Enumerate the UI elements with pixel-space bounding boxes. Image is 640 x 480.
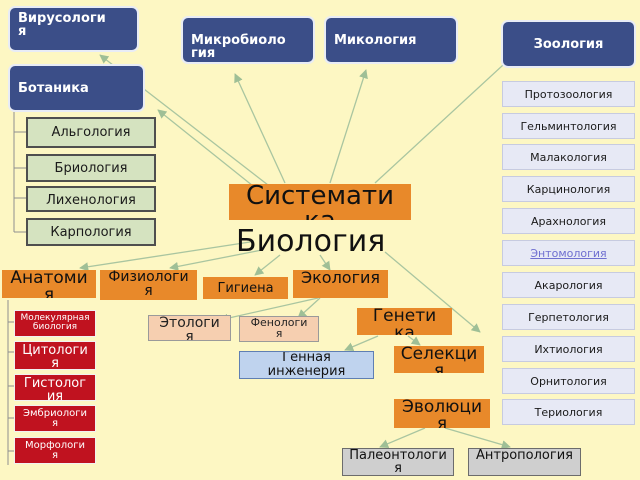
node-label: Фенология <box>250 316 308 340</box>
node-hygiene[interactable]: Гигиена <box>203 277 288 299</box>
anatomy-item-histology[interactable]: Гистология <box>14 374 96 401</box>
node-label: Физиология <box>108 270 189 299</box>
zoology-item-malacology[interactable]: Малакология <box>502 144 635 170</box>
botany-item-bryology[interactable]: Бриология <box>26 154 156 182</box>
node-anthropology[interactable]: Антропология <box>468 448 581 476</box>
item-label: Акарология <box>534 278 603 292</box>
item-label: Арахнология <box>531 214 606 228</box>
zoology-item-helminthology[interactable]: Гельминтология <box>502 113 635 139</box>
botany-item-carpology[interactable]: Карпология <box>26 218 156 246</box>
node-genetic-engineering[interactable]: Генная инженерия <box>239 351 374 379</box>
node-label: Зоология <box>533 36 604 52</box>
node-microbiology[interactable]: Микробиология <box>181 16 315 64</box>
node-label: Гигиена <box>217 280 274 296</box>
item-label: Гельминтология <box>520 119 617 133</box>
node-label: Палеонтология <box>349 448 447 476</box>
node-ethology[interactable]: Этология <box>148 315 231 341</box>
zoology-item-ornithology[interactable]: Орнитология <box>502 368 635 394</box>
node-label: Ботаника <box>18 80 89 96</box>
node-biology[interactable]: Биология <box>236 224 386 259</box>
anatomy-item-molecular-biology[interactable]: Молекулярная биология <box>14 310 96 337</box>
item-label: Альгология <box>51 125 131 140</box>
item-label: Цитология <box>22 343 88 370</box>
node-label: Генетика <box>372 308 437 335</box>
zoology-item-theriology[interactable]: Териология <box>502 399 635 425</box>
anatomy-item-cytology[interactable]: Цитология <box>14 341 96 370</box>
node-ecology[interactable]: Экология <box>293 270 388 298</box>
item-label: Ихтиология <box>534 342 603 356</box>
zoology-item-acarology[interactable]: Акарология <box>502 272 635 298</box>
item-label: Карпология <box>50 224 132 240</box>
item-label: Протозоология <box>524 87 613 101</box>
item-label: Бриология <box>54 160 128 176</box>
item-label: Эмбриология <box>23 408 87 429</box>
zoology-item-entomology-link[interactable]: Энтомология <box>502 240 635 266</box>
item-label: Гистология <box>23 376 87 401</box>
item-label: Морфология <box>24 440 86 461</box>
item-label: Энтомология <box>530 246 607 260</box>
node-evolution[interactable]: Эволюция <box>394 399 490 428</box>
node-label: Антропология <box>476 448 573 463</box>
item-label: Герпетология <box>528 310 609 324</box>
node-label: Вирусология <box>18 11 106 39</box>
botany-item-algology[interactable]: Альгология <box>26 117 156 148</box>
item-label: Териология <box>534 405 603 419</box>
item-label: Молекулярная биология <box>20 313 90 332</box>
node-label: Генная инженерия <box>267 351 346 379</box>
node-selection[interactable]: Селекция <box>394 346 484 373</box>
node-label: Систематика <box>245 184 395 220</box>
node-zoology[interactable]: Зоология <box>501 20 636 68</box>
zoology-item-ichthyology[interactable]: Ихтиология <box>502 336 635 362</box>
zoology-item-herpetology[interactable]: Герпетология <box>502 304 635 330</box>
item-label: Малакология <box>530 150 607 164</box>
anatomy-item-morphology[interactable]: Морфология <box>14 437 96 464</box>
node-botany[interactable]: Ботаника <box>8 64 145 112</box>
node-label: Селекция <box>400 346 478 373</box>
node-label: Экология <box>300 270 381 287</box>
node-mycology[interactable]: Микология <box>324 16 458 64</box>
zoology-item-arachnology[interactable]: Арахнология <box>502 208 635 234</box>
node-phenology[interactable]: Фенология <box>239 316 319 342</box>
zoology-item-carcinology[interactable]: Карцинология <box>502 176 635 202</box>
node-label: Анатомия <box>10 270 88 298</box>
item-label: Карцинология <box>526 182 611 196</box>
node-label: Микология <box>334 33 417 48</box>
node-paleontology[interactable]: Палеонтология <box>342 448 454 476</box>
node-physiology[interactable]: Физиология <box>100 270 197 300</box>
item-label: Лихенология <box>46 193 136 208</box>
botany-item-lichenology[interactable]: Лихенология <box>26 186 156 212</box>
node-systematics[interactable]: Систематика <box>229 184 411 220</box>
item-label: Орнитология <box>530 374 607 388</box>
anatomy-item-embryology[interactable]: Эмбриология <box>14 405 96 432</box>
zoology-item-protozoology[interactable]: Протозоология <box>502 81 635 107</box>
node-label: Этология <box>159 315 220 341</box>
node-label: Эволюция <box>401 399 483 428</box>
node-virusology[interactable]: Вирусология <box>8 6 139 52</box>
node-genetics[interactable]: Генетика <box>357 308 452 335</box>
node-anatomy[interactable]: Анатомия <box>2 270 96 298</box>
node-label: Микробиология <box>191 33 286 61</box>
